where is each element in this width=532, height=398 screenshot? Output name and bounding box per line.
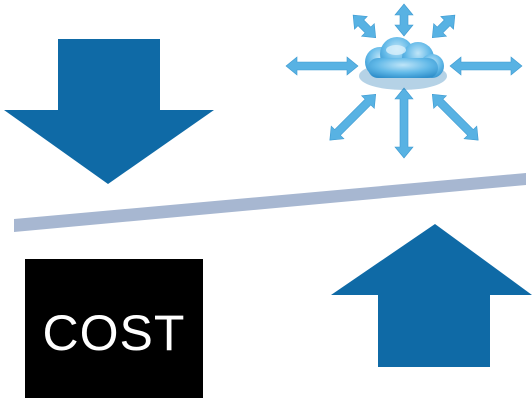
seesaw-beam — [14, 173, 526, 232]
cost-box: COST — [25, 259, 203, 398]
double-headed-arrow-icon — [329, 93, 377, 141]
down-arrow-icon — [4, 39, 214, 184]
double-headed-arrow-icon — [285, 56, 359, 76]
double-headed-arrow-icon — [352, 14, 377, 39]
double-headed-arrow-icon — [394, 3, 414, 37]
cloud-network-graphic — [285, 3, 523, 159]
cost-label: COST — [42, 304, 186, 361]
double-headed-arrow-icon — [449, 56, 523, 76]
spoke-arrows-group — [285, 3, 523, 159]
double-headed-arrow-icon — [394, 87, 414, 159]
double-headed-arrow-icon — [431, 14, 456, 39]
double-headed-arrow-icon — [431, 93, 479, 141]
up-arrow-icon — [331, 224, 532, 367]
cloud-icon — [359, 37, 447, 90]
